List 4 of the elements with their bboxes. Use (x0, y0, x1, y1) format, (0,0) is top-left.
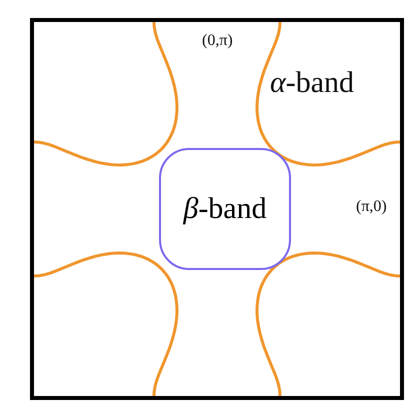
beta-band-contour (159, 148, 291, 270)
coordinate-label: (π,0) (356, 198, 387, 216)
coordinate-label: (0,π) (202, 32, 233, 50)
band-label: β-band (183, 192, 267, 226)
